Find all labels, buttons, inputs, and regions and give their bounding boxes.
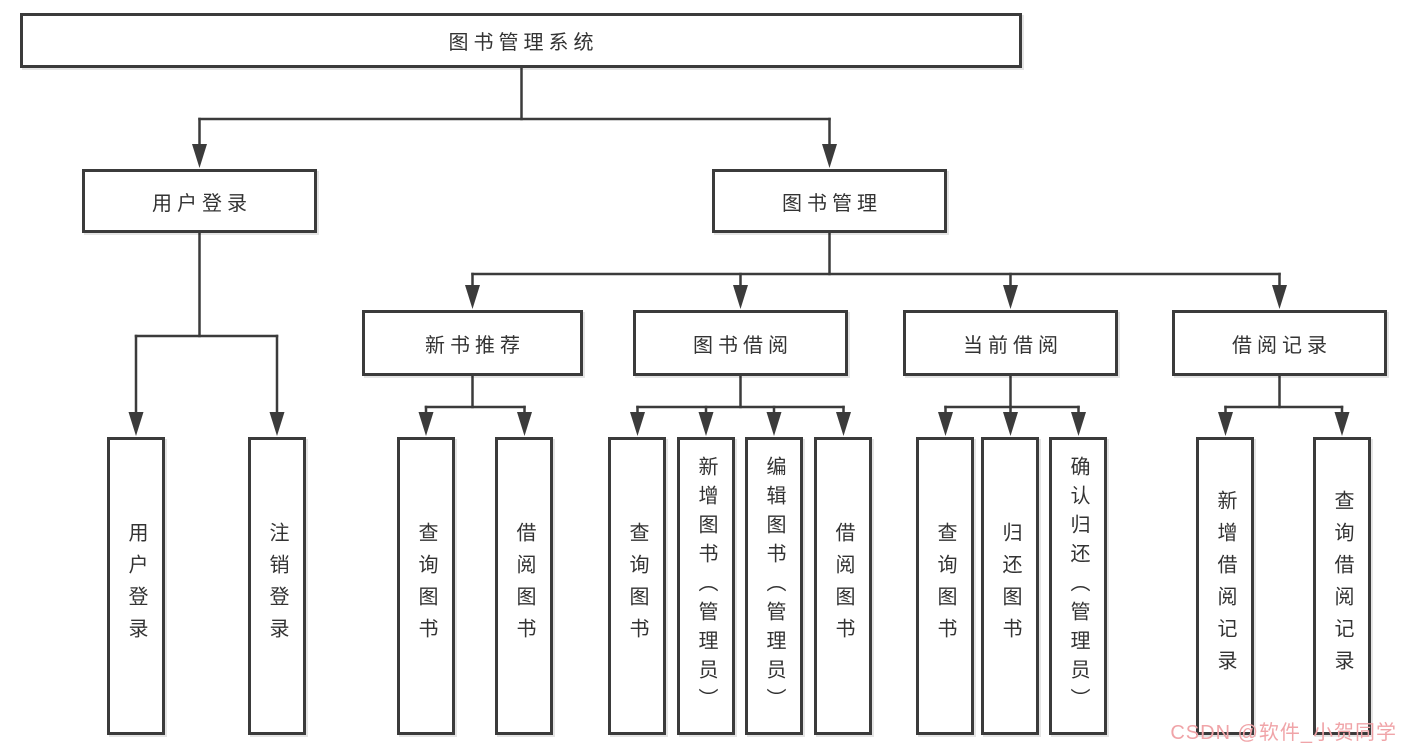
leaf-query-borrow-record: 查询借阅记录 (1313, 437, 1371, 735)
node-borrow-records-label: 借阅记录 (1232, 334, 1332, 357)
node-new-book-recommend: 新书推荐 (362, 310, 583, 376)
node-current-borrow-label: 当前借阅 (963, 334, 1063, 357)
leaf-confirm-return-admin-label: 确认归还（管理员） (1067, 455, 1089, 717)
connector-current-borrow (938, 374, 1086, 436)
node-current-borrow: 当前借阅 (903, 310, 1118, 376)
leaf-borrow-book-recommend-label: 借阅图书 (513, 522, 535, 650)
leaf-add-book-admin-label: 新增图书（管理员） (695, 455, 717, 717)
leaf-edit-book-admin-label: 编辑图书（管理员） (763, 455, 785, 717)
leaf-query-book-recommend-label: 查询图书 (415, 522, 437, 650)
leaf-borrow-book: 借阅图书 (814, 437, 872, 735)
leaf-borrow-book-label: 借阅图书 (832, 522, 854, 650)
connector-user-login (128, 231, 285, 436)
connector-borrow-records (1218, 374, 1350, 436)
leaf-edit-book-admin: 编辑图书（管理员） (745, 437, 803, 735)
node-user-login-label: 用户登录 (152, 192, 252, 215)
leaf-query-book-borrow: 查询图书 (608, 437, 666, 735)
leaf-confirm-return-admin: 确认归还（管理员） (1049, 437, 1107, 735)
leaf-logout-label: 注销登录 (266, 522, 288, 650)
leaf-borrow-book-recommend: 借阅图书 (495, 437, 553, 735)
leaf-logout: 注销登录 (248, 437, 306, 735)
node-book-borrow-label: 图书借阅 (693, 334, 793, 357)
node-new-book-recommend-label: 新书推荐 (425, 334, 525, 357)
leaf-add-borrow-record-label: 新增借阅记录 (1214, 490, 1236, 682)
connector-root (192, 66, 837, 168)
leaf-add-book-admin: 新增图书（管理员） (677, 437, 735, 735)
connector-book-management (465, 231, 1287, 309)
leaf-return-book-label: 归还图书 (999, 522, 1021, 650)
node-book-management: 图书管理 (712, 169, 947, 233)
leaf-return-book: 归还图书 (981, 437, 1039, 735)
root-node-label: 图书管理系统 (448, 32, 599, 54)
connector-new-book-recommend (418, 374, 532, 436)
leaf-query-book-borrow-label: 查询图书 (626, 522, 648, 650)
connector-book-borrow (630, 374, 851, 436)
node-book-borrow: 图书借阅 (633, 310, 848, 376)
node-borrow-records: 借阅记录 (1172, 310, 1387, 376)
csdn-watermark: CSDN @软件_小贺同学 (1170, 722, 1397, 744)
leaf-query-borrow-record-label: 查询借阅记录 (1331, 490, 1353, 682)
node-user-login: 用户登录 (82, 169, 317, 233)
root-node: 图书管理系统 (20, 13, 1022, 68)
node-book-management-label: 图书管理 (782, 192, 882, 215)
leaf-query-book-current: 查询图书 (916, 437, 974, 735)
leaf-user-login: 用户登录 (107, 437, 165, 735)
leaf-query-book-recommend: 查询图书 (397, 437, 455, 735)
leaf-add-borrow-record: 新增借阅记录 (1196, 437, 1254, 735)
leaf-query-book-current-label: 查询图书 (934, 522, 956, 650)
leaf-user-login-label: 用户登录 (125, 522, 147, 650)
